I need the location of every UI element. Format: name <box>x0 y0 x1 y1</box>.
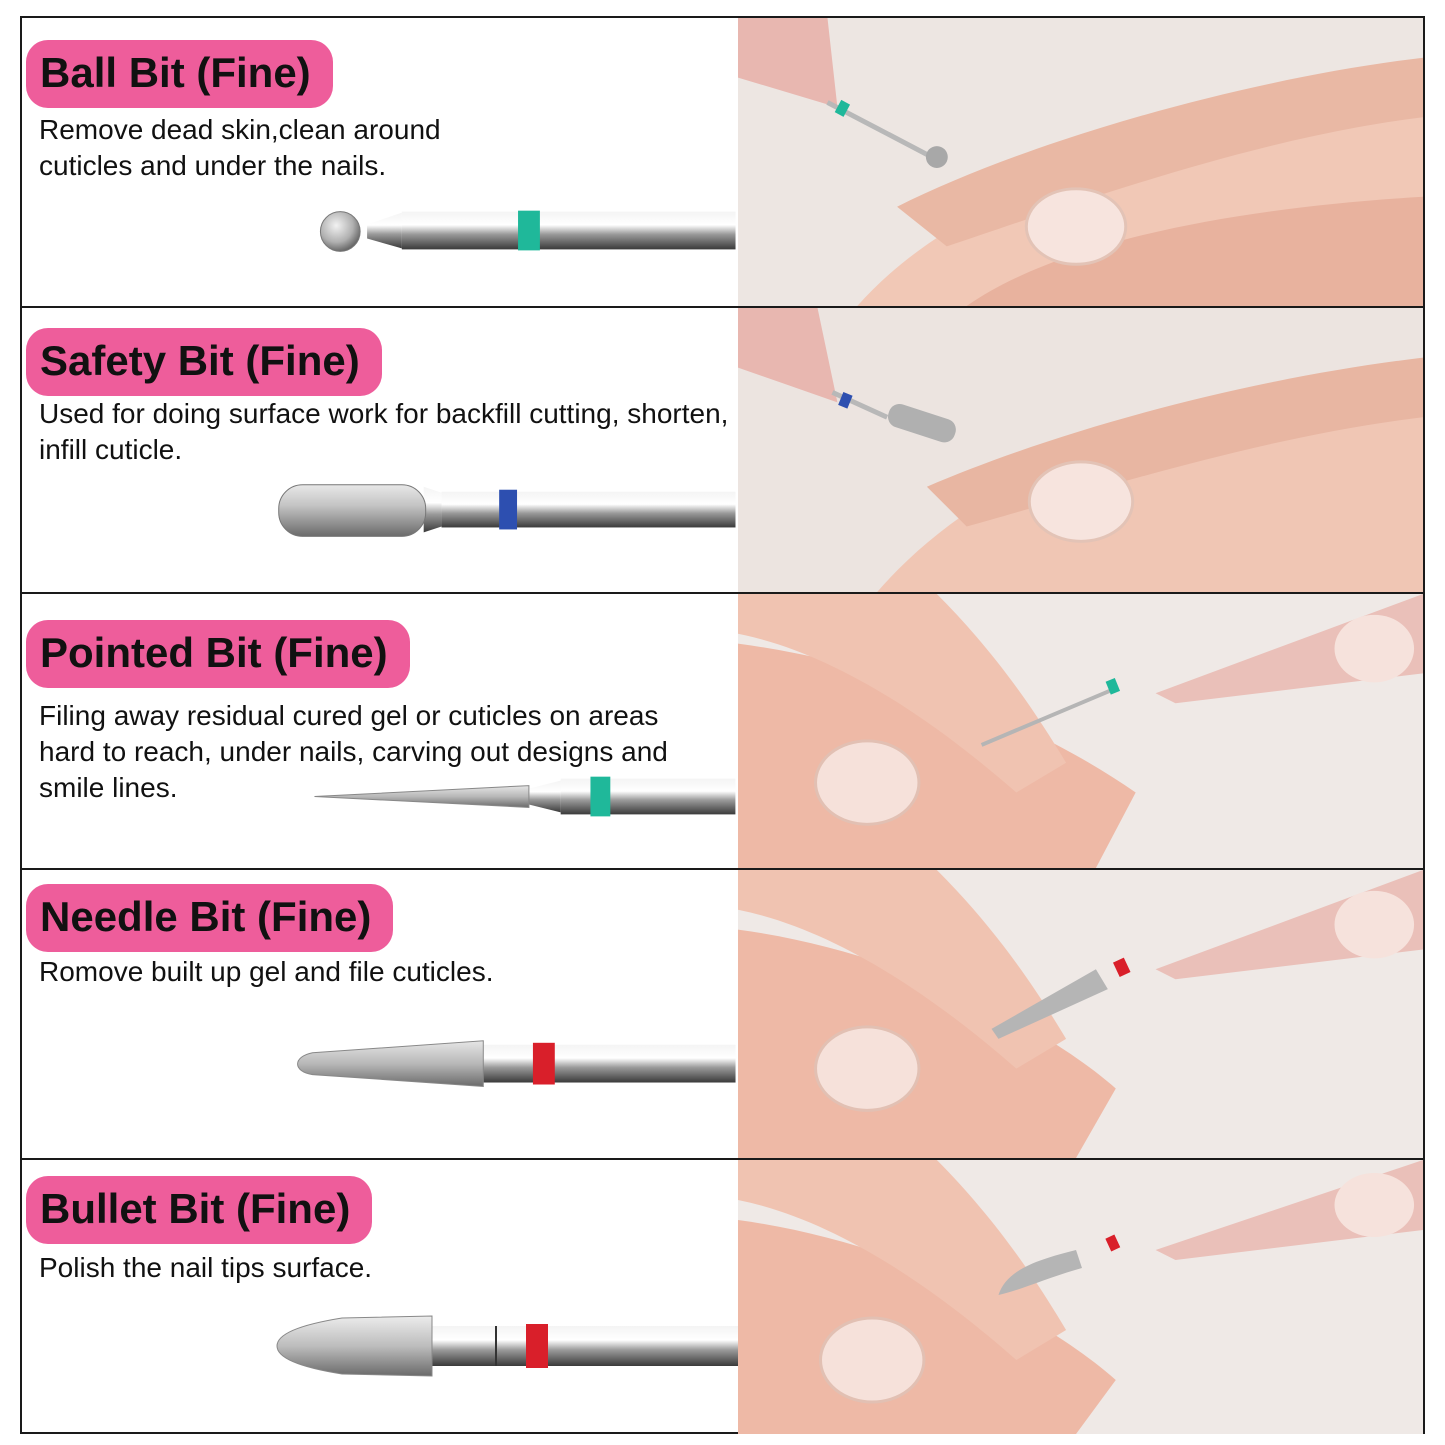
color-band <box>499 489 518 530</box>
usage-photo <box>738 308 1423 592</box>
description-line: hard to reach, under nails, carving out … <box>39 736 668 767</box>
bit-description: Romove built up gel and file cuticles. <box>39 954 729 990</box>
bit-row-ball: Ball Bit (Fine) Remove dead skin,clean a… <box>22 18 1423 308</box>
description-line: cuticles and under the nails. <box>39 150 387 181</box>
product-infographic: Ball Bit (Fine) Remove dead skin,clean a… <box>20 16 1425 1434</box>
bit-title: Safety Bit (Fine) <box>26 328 382 396</box>
description-line: Romove built up gel and file cuticles. <box>39 956 494 987</box>
description-line: infill cuticle. <box>39 434 183 465</box>
bit-description: Filing away residual cured gel or cuticl… <box>39 698 729 806</box>
bit-title: Needle Bit (Fine) <box>26 884 394 952</box>
bit-row-needle: Needle Bit (Fine) Romove built up gel an… <box>22 870 1423 1160</box>
bit-title: Ball Bit (Fine) <box>26 40 333 108</box>
bit-info: Safety Bit (Fine) Used for doing surface… <box>22 308 738 592</box>
bit-row-pointed: Pointed Bit (Fine) Filing away residual … <box>22 594 1423 870</box>
description-line: smile lines. <box>39 772 178 803</box>
color-band <box>526 1324 548 1368</box>
color-band <box>518 210 540 251</box>
bit-row-bullet: Bullet Bit (Fine) Polish the nail tips s… <box>22 1160 1423 1434</box>
usage-photo <box>738 1160 1423 1434</box>
usage-photo <box>738 18 1423 306</box>
bit-info: Pointed Bit (Fine) Filing away residual … <box>22 594 738 868</box>
usage-photo <box>738 870 1423 1158</box>
description-line: Used for doing surface work for backfill… <box>39 398 729 429</box>
color-band <box>532 1042 555 1085</box>
bit-description: Used for doing surface work for backfill… <box>39 396 729 468</box>
usage-photo <box>738 594 1423 868</box>
bit-info: Ball Bit (Fine) Remove dead skin,clean a… <box>22 18 738 306</box>
description-line: Filing away residual cured gel or cuticl… <box>39 700 659 731</box>
bit-title: Bullet Bit (Fine) <box>26 1176 373 1244</box>
bit-title: Pointed Bit (Fine) <box>26 620 410 688</box>
bit-description: Polish the nail tips surface. <box>39 1250 729 1286</box>
description-line: Polish the nail tips surface. <box>39 1252 373 1283</box>
bit-description: Remove dead skin,clean around cuticles a… <box>39 112 729 184</box>
bit-info: Bullet Bit (Fine) Polish the nail tips s… <box>22 1160 738 1434</box>
bit-row-safety: Safety Bit (Fine) Used for doing surface… <box>22 308 1423 594</box>
description-line: Remove dead skin,clean around <box>39 114 441 145</box>
bit-info: Needle Bit (Fine) Romove built up gel an… <box>22 870 738 1158</box>
